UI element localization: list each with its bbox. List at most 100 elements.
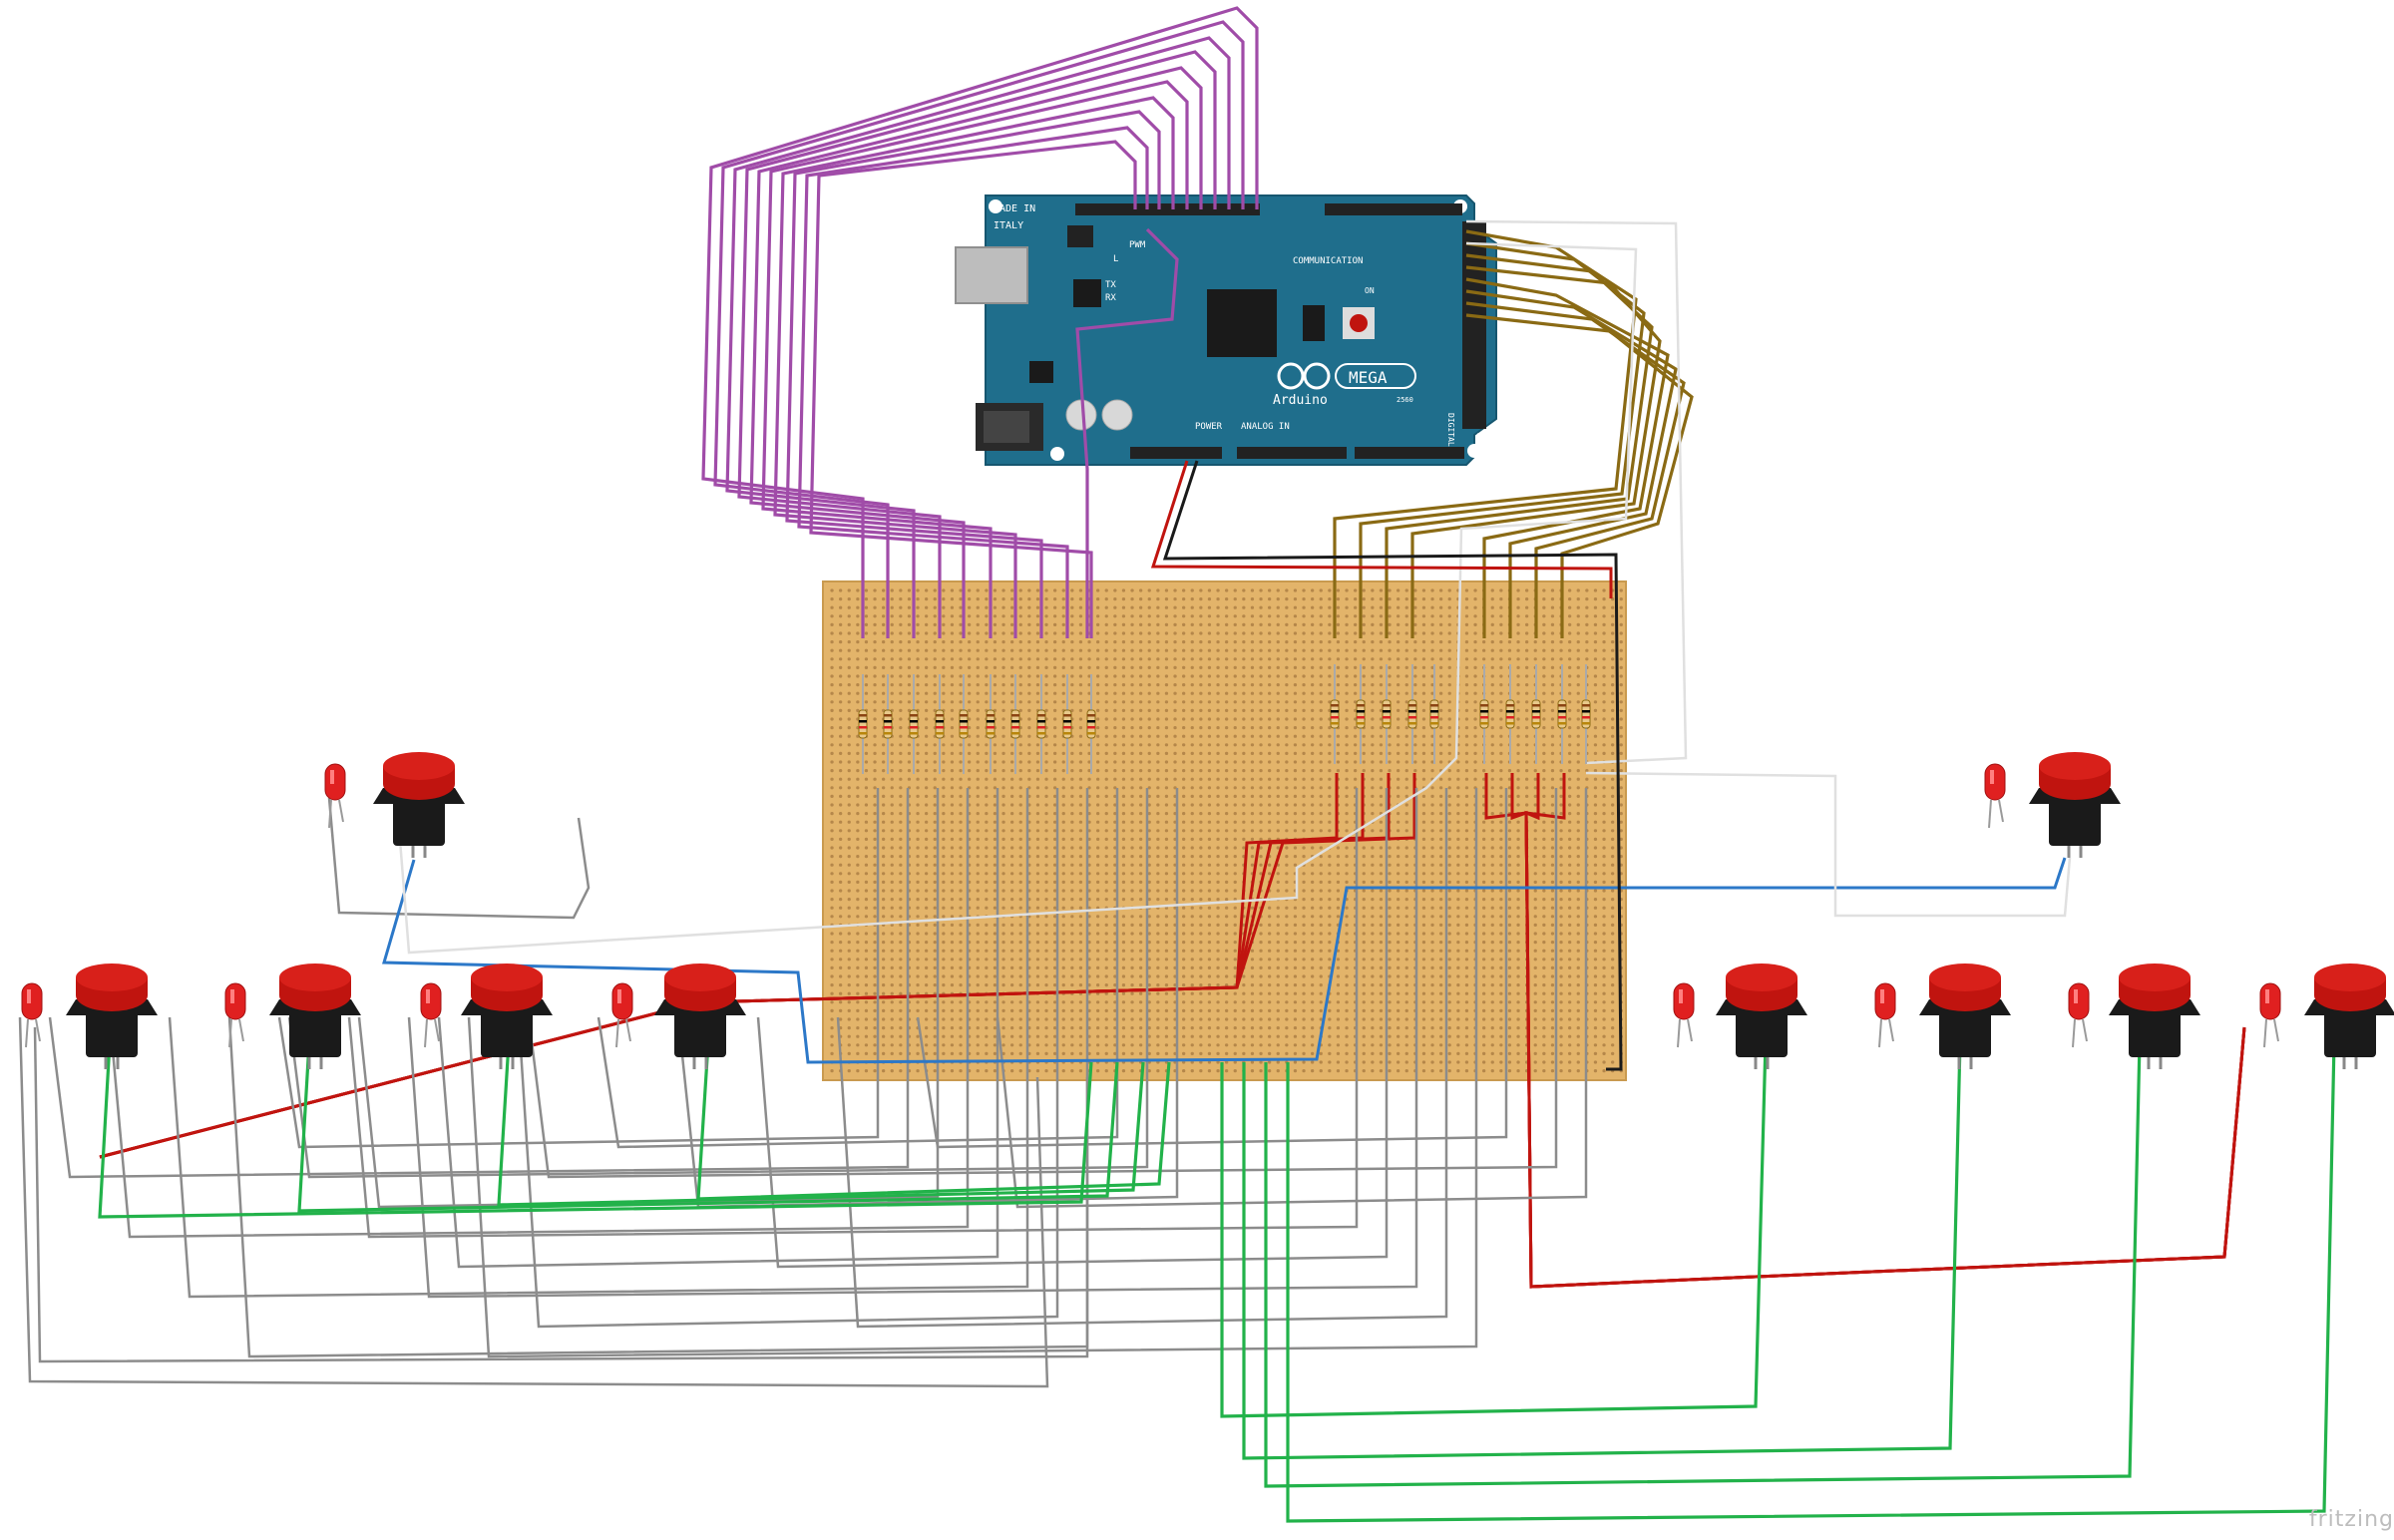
wire xyxy=(996,788,1588,1209)
wire xyxy=(517,788,1059,1329)
resistor xyxy=(959,674,969,774)
resistor-body xyxy=(883,709,893,739)
wire xyxy=(713,20,1245,638)
button-cap-top xyxy=(76,963,148,991)
resistor-band xyxy=(884,714,892,717)
led-leg xyxy=(1888,1018,1894,1042)
wire xyxy=(1465,219,1688,765)
led-leg xyxy=(228,1018,232,1048)
board-l: L xyxy=(1113,254,1118,264)
resistor-band xyxy=(1408,710,1416,713)
wires-over-layer xyxy=(397,6,2072,1071)
wire xyxy=(761,80,1189,638)
resistor-band xyxy=(1383,704,1391,707)
led-icon xyxy=(611,982,633,1048)
button-base xyxy=(393,798,445,846)
wire xyxy=(1359,241,1646,638)
resistor-band xyxy=(1011,732,1019,735)
resistor-band xyxy=(1558,710,1566,713)
led-body xyxy=(2259,982,2281,1020)
led-leg xyxy=(1677,1018,1681,1048)
resistor-band xyxy=(884,726,892,729)
led-body xyxy=(2068,982,2090,1020)
resistor-body xyxy=(909,709,919,739)
led-body xyxy=(1673,982,1695,1020)
push-button-icon xyxy=(66,963,158,1069)
resistor-band xyxy=(1037,726,1045,729)
resistor-body xyxy=(1531,699,1541,729)
resistor-band xyxy=(1558,716,1566,719)
wire xyxy=(701,6,1259,638)
resistor-body xyxy=(1062,709,1072,739)
resistor xyxy=(1330,664,1340,764)
wire xyxy=(1385,253,1654,638)
button-base xyxy=(1736,1009,1788,1057)
board-model: MEGA xyxy=(1349,368,1388,387)
resistor xyxy=(1356,664,1366,764)
resistor-band xyxy=(1087,726,1095,729)
resistor-band xyxy=(1063,732,1071,735)
button-base xyxy=(481,1009,533,1057)
wire xyxy=(527,788,1558,1179)
wire xyxy=(797,126,1149,638)
resistor-band xyxy=(1357,722,1365,725)
resistor-band xyxy=(1558,704,1566,707)
wire xyxy=(1162,460,1623,1071)
resistor xyxy=(1557,664,1567,764)
resistor-band xyxy=(1037,732,1045,735)
wire xyxy=(749,66,1203,638)
resistor-band xyxy=(1383,722,1391,725)
resistor-band xyxy=(1408,704,1416,707)
resistor-band xyxy=(1087,720,1095,723)
board-italy: ITALY xyxy=(994,220,1023,231)
board-tx: TX xyxy=(1105,280,1116,290)
wire xyxy=(33,1026,1089,1363)
led-leg xyxy=(1878,1018,1882,1048)
resistor-band xyxy=(1506,710,1514,713)
resistor-band xyxy=(1480,722,1488,725)
led-body xyxy=(224,982,246,1020)
led-body xyxy=(21,982,43,1020)
led-body xyxy=(324,763,346,801)
resistor-band xyxy=(1532,710,1540,713)
resistor-band xyxy=(987,732,995,735)
resistor xyxy=(1382,664,1392,764)
button-base xyxy=(2324,1009,2376,1057)
resistor-body xyxy=(1356,699,1366,729)
resistor-band xyxy=(1582,710,1590,713)
led-shine xyxy=(2074,989,2078,1003)
resistor-band xyxy=(1011,714,1019,717)
resistor-band xyxy=(1532,704,1540,707)
led-leg xyxy=(1988,799,1992,829)
resistor-body xyxy=(935,709,945,739)
led-shine xyxy=(1990,770,1994,784)
led-leg xyxy=(25,1018,29,1048)
resistor xyxy=(1505,664,1515,764)
watermark: fritzing xyxy=(2308,1507,2394,1532)
resistor xyxy=(1062,674,1072,774)
wire xyxy=(1264,1041,2142,1488)
led-shine xyxy=(230,989,234,1003)
resistor-band xyxy=(936,714,944,717)
resistor xyxy=(1581,664,1591,764)
resistor-band xyxy=(1011,720,1019,723)
resistor-body xyxy=(1086,709,1096,739)
resistor-band xyxy=(1087,732,1095,735)
push-button-icon xyxy=(373,752,465,858)
led-shine xyxy=(27,989,31,1003)
resistor-band xyxy=(960,714,968,717)
wire xyxy=(1465,301,1686,638)
led-leg xyxy=(35,1018,41,1042)
led-shine xyxy=(617,989,621,1003)
wire xyxy=(1286,1041,2336,1523)
resistor-band xyxy=(936,726,944,729)
resistor-band xyxy=(1063,720,1071,723)
wire xyxy=(99,773,1416,1159)
resistor xyxy=(1429,664,1439,764)
wire xyxy=(696,1041,1171,1201)
wires-layer xyxy=(18,773,2336,1523)
button-base xyxy=(1939,1009,1991,1057)
push-button-icon xyxy=(1919,963,2011,1069)
wire xyxy=(785,110,1161,638)
button-base xyxy=(2129,1009,2181,1057)
